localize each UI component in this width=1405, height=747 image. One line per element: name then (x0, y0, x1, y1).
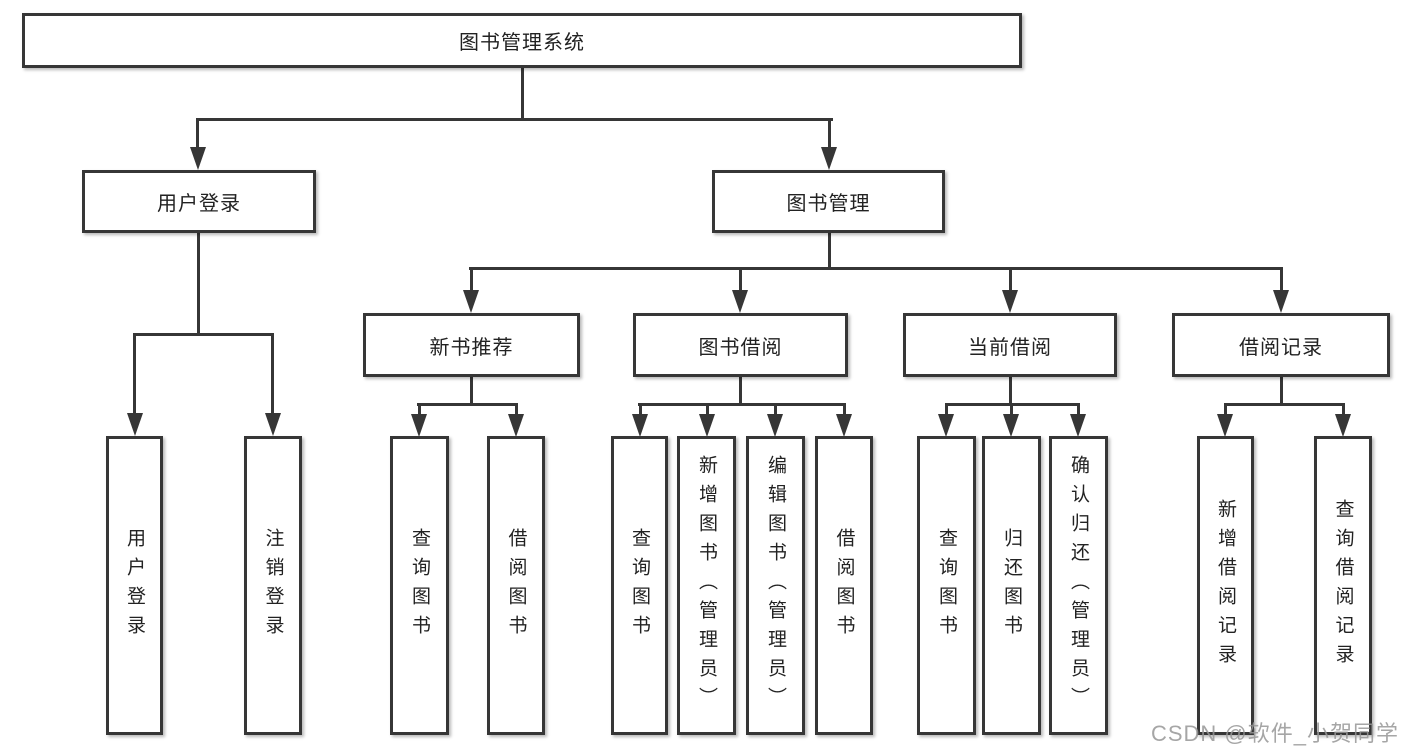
node-current-borrowing: 当前借阅 (903, 313, 1117, 377)
arrow-down-icon (127, 413, 143, 436)
connector-line (417, 403, 517, 406)
connector-line (739, 267, 742, 291)
arrow-down-icon (1335, 414, 1351, 437)
leaf-query-books-recommend: 查询图书 (390, 436, 449, 735)
watermark: CSDN @软件_小贺同学 (1150, 721, 1399, 746)
connector-line (1009, 377, 1012, 405)
connector-line (638, 403, 845, 406)
node-root-library-system: 图书管理系统 (22, 13, 1022, 68)
arrow-down-icon (938, 414, 954, 437)
leaf-confirm-return-admin: 确认归还（管理员） (1049, 436, 1108, 735)
arrow-down-icon (463, 290, 479, 313)
leaf-logout: 注销登录 (244, 436, 302, 735)
arrow-down-icon (190, 147, 206, 170)
connector-line (1280, 377, 1283, 405)
connector-line (133, 333, 136, 414)
arrow-down-icon (1070, 414, 1086, 437)
connector-line (828, 233, 831, 269)
arrow-down-icon (767, 414, 783, 437)
leaf-query-borrow-record: 查询借阅记录 (1314, 436, 1372, 735)
connector-line (418, 403, 421, 415)
connector-line (521, 67, 524, 119)
connector-line (470, 267, 473, 291)
leaf-user-login: 用户登录 (106, 436, 163, 735)
leaf-edit-books-admin: 编辑图书（管理员） (746, 436, 805, 735)
arrow-down-icon (821, 147, 837, 170)
leaf-borrow-books-recommend: 借阅图书 (487, 436, 545, 735)
connector-line (197, 233, 200, 335)
arrow-down-icon (836, 414, 852, 437)
connector-line (515, 403, 518, 415)
connector-line (1224, 403, 1227, 415)
arrow-down-icon (1273, 290, 1289, 313)
connector-line (828, 118, 831, 150)
connector-line (1280, 267, 1283, 291)
arrow-down-icon (508, 414, 524, 437)
node-new-book-recommendation: 新书推荐 (363, 313, 580, 377)
connector-line (470, 377, 473, 405)
arrow-down-icon (699, 414, 715, 437)
arrow-down-icon (632, 414, 648, 437)
leaf-borrow-books: 借阅图书 (815, 436, 873, 735)
leaf-add-books-admin: 新增图书（管理员） (677, 436, 736, 735)
arrow-down-icon (1217, 414, 1233, 437)
connector-line (1077, 403, 1080, 415)
connector-line (1010, 403, 1013, 415)
connector-line (133, 333, 274, 336)
connector-line (1342, 403, 1345, 415)
connector-line (639, 403, 642, 415)
leaf-query-books-current: 查询图书 (917, 436, 976, 735)
connector-line (196, 118, 199, 150)
connector-line (843, 403, 846, 415)
connector-line (739, 377, 742, 405)
connector-line (196, 118, 833, 121)
arrow-down-icon (265, 413, 281, 436)
arrow-down-icon (1002, 290, 1018, 313)
connector-line (945, 403, 948, 415)
connector-line (469, 267, 1283, 270)
leaf-return-books: 归还图书 (982, 436, 1041, 735)
node-user-login: 用户登录 (82, 170, 316, 233)
arrow-down-icon (732, 290, 748, 313)
node-book-borrowing: 图书借阅 (633, 313, 848, 377)
connector-line (1009, 267, 1012, 291)
arrow-down-icon (1003, 414, 1019, 437)
connector-line (706, 403, 709, 415)
leaf-query-books-borrowing: 查询图书 (611, 436, 668, 735)
node-borrowing-records: 借阅记录 (1172, 313, 1390, 377)
connector-line (271, 333, 274, 414)
connector-line (1224, 403, 1345, 406)
leaf-add-borrow-record: 新增借阅记录 (1197, 436, 1254, 735)
node-book-management: 图书管理 (712, 170, 945, 233)
connector-line (774, 403, 777, 415)
arrow-down-icon (411, 414, 427, 437)
